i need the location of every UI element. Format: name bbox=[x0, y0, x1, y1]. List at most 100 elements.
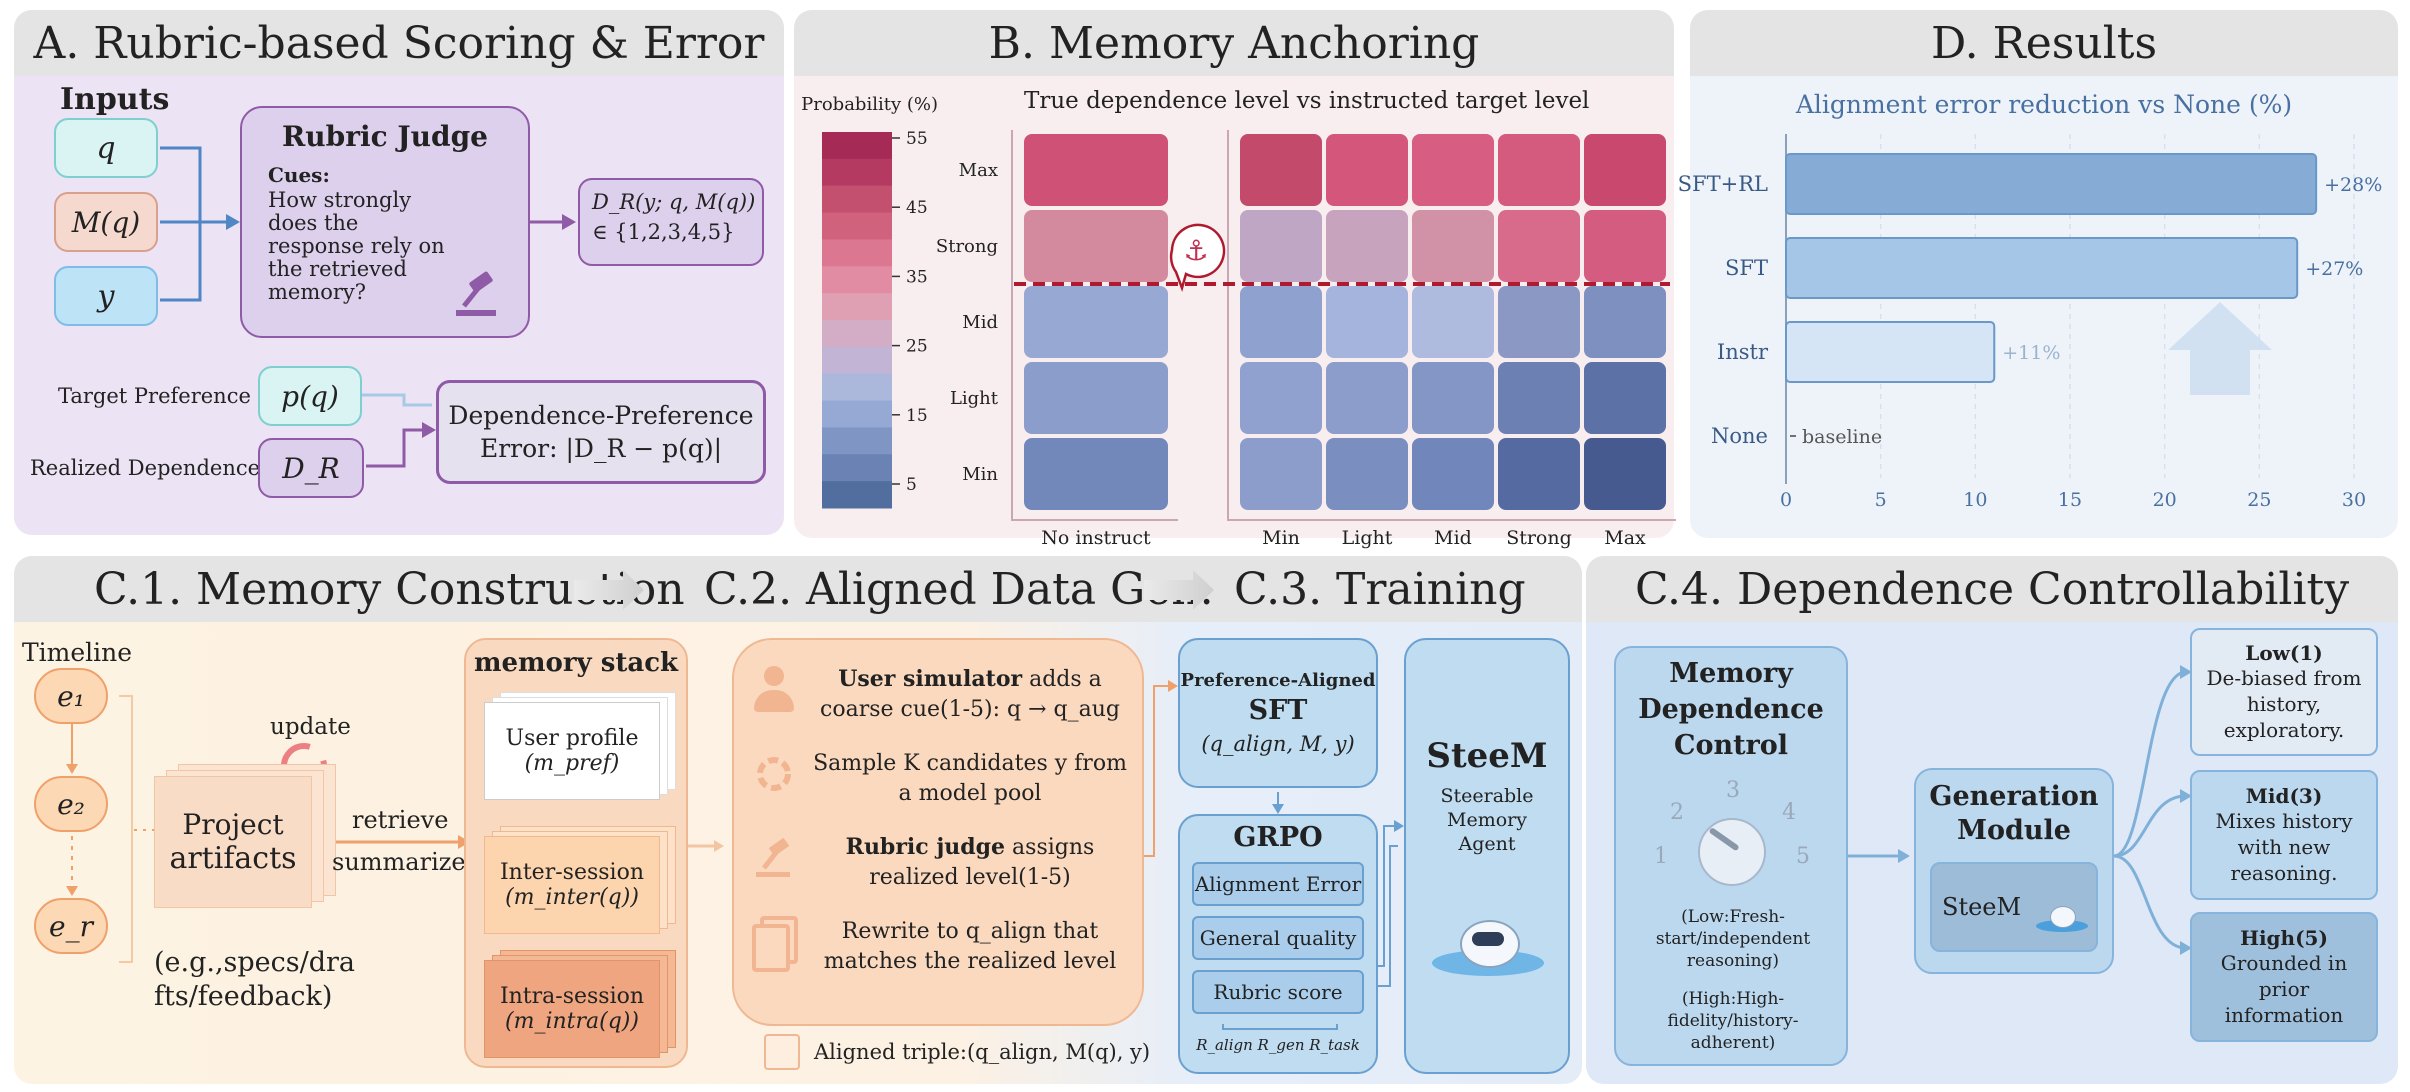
output-low: Low(1) De-biased from history, explorato… bbox=[2190, 628, 2378, 756]
artifacts-line2: artifacts bbox=[169, 841, 297, 876]
high-description: (High:High-fidelity/history-adherent) bbox=[1667, 989, 1799, 1053]
memory-item-inter-session-symbol: (m_inter(q)) bbox=[505, 885, 639, 910]
input-y-label: y bbox=[97, 278, 115, 314]
heatmap-cell bbox=[1498, 362, 1580, 434]
timeline-node-e2-label: e₂ bbox=[57, 787, 85, 821]
panel-c-header: C.1. Memory Construction C.2. Aligned Da… bbox=[14, 556, 1582, 622]
rubric-judge-box: Rubric Judge Cues: How strongly does the… bbox=[240, 106, 530, 338]
panel-a-title: A. Rubric-based Scoring & Error bbox=[14, 10, 784, 76]
timeline-node-e1: e₁ bbox=[34, 668, 108, 724]
timeline-node-e2: e₂ bbox=[34, 776, 108, 832]
generation-steem-inner: SteeM bbox=[1930, 862, 2098, 952]
input-memory: M(q) bbox=[54, 192, 158, 252]
bar-value-label: +11% bbox=[2002, 342, 2060, 364]
input-q: q bbox=[54, 118, 158, 178]
x-tick-label: 10 bbox=[1963, 489, 1987, 511]
input-q-label: q bbox=[96, 130, 116, 166]
x-tick-label: 15 bbox=[2058, 489, 2082, 511]
heatmap-cell bbox=[1498, 134, 1580, 206]
grpo-item-general-quality-label: General quality bbox=[1199, 926, 1357, 950]
colorbar-title: Probability (%) bbox=[801, 94, 938, 115]
realized-dependence-label: Realized Dependence bbox=[30, 456, 261, 480]
heatmap-cell bbox=[1240, 362, 1322, 434]
grpo-item-rubric-score-label: Rubric score bbox=[1213, 980, 1343, 1004]
input-y: y bbox=[54, 266, 158, 326]
bar bbox=[1785, 153, 2318, 215]
update-cycle-icon bbox=[284, 746, 285, 747]
grpo-title: GRPO bbox=[1233, 822, 1323, 853]
heatmap-row-label: Strong bbox=[936, 236, 998, 257]
heatmap-cell bbox=[1412, 438, 1494, 510]
colorbar-swatch bbox=[822, 212, 892, 240]
sft-line3: (q_align, M, y) bbox=[1201, 732, 1355, 756]
memory-item-intra-session: Intra-session (m_intra(q)) bbox=[484, 950, 676, 1060]
heatmap-cell-no-instruct bbox=[1024, 362, 1168, 434]
panel-b: B. Memory Anchoring Probability (%) True… bbox=[794, 10, 1676, 549]
heatmap-cell bbox=[1412, 134, 1494, 206]
step-user-simulator: User simulator adds a coarse cue(1-5): q… bbox=[810, 664, 1130, 725]
heatmap-col-label: Max bbox=[1604, 527, 1646, 549]
heatmap-row-label: Max bbox=[959, 160, 998, 181]
x-tick-label: 20 bbox=[2153, 489, 2177, 511]
step-user-simulator-bold: User simulator bbox=[838, 666, 1023, 692]
colorbar-swatch bbox=[822, 454, 892, 482]
reward-labels: R_align R_gen R_task bbox=[1196, 1036, 1360, 1054]
dial-number-5: 5 bbox=[1796, 844, 1810, 869]
heatmap-cell bbox=[1412, 362, 1494, 434]
judge-output-line1: D_R(y; q, M(q)) bbox=[592, 190, 756, 214]
artifacts-stack: Project artifacts bbox=[154, 764, 336, 926]
colorbar-tick-label: 55 bbox=[906, 129, 928, 149]
user-simulator-icon bbox=[752, 666, 796, 714]
category-label: Instr bbox=[1717, 340, 1769, 364]
heatmap-cell bbox=[1240, 210, 1322, 282]
colorbar-tick-label: 35 bbox=[906, 267, 928, 287]
colorbar-swatch bbox=[822, 320, 892, 348]
panel-d: D. Results Alignment error reduction vs … bbox=[1678, 10, 2398, 538]
category-label: SFT+RL bbox=[1678, 172, 1768, 196]
heatmap-cell bbox=[1326, 438, 1408, 510]
colorbar-swatch bbox=[822, 427, 892, 455]
summarize-label: summarize bbox=[332, 848, 466, 876]
heatmap-cell-no-instruct bbox=[1024, 438, 1168, 510]
memory-dependence-control: Memory Dependence Control 1 2 3 4 5 (Low… bbox=[1614, 646, 1848, 1066]
target-preference-box: p(q) bbox=[258, 366, 362, 426]
timeline-label: Timeline bbox=[22, 638, 133, 667]
dependence-dial[interactable]: 1 2 3 4 5 bbox=[1616, 768, 1850, 898]
grpo-item-general-quality: General quality bbox=[1192, 916, 1364, 960]
sft-box: Preference-Aligned SFT (q_align, M, y) bbox=[1178, 638, 1378, 788]
dial-number-3: 3 bbox=[1726, 778, 1740, 803]
output-high: High(5) Grounded in prior information bbox=[2190, 912, 2378, 1042]
grpo-item-alignment-error: Alignment Error bbox=[1192, 862, 1364, 906]
rubric-judge-icon bbox=[752, 836, 796, 880]
colorbar-swatch bbox=[822, 239, 892, 267]
rubric-judge-title: Rubric Judge bbox=[282, 120, 488, 153]
bar-value-label: +27% bbox=[2305, 258, 2363, 280]
certificate-icon bbox=[764, 1034, 800, 1070]
dial-number-1: 1 bbox=[1654, 844, 1668, 869]
heatmap-cell-no-instruct bbox=[1024, 210, 1168, 282]
dial-number-4: 4 bbox=[1782, 800, 1796, 825]
heatmap-cell bbox=[1584, 286, 1666, 358]
heatmap-cell bbox=[1240, 438, 1322, 510]
memory-item-inter-session: Inter-session (m_inter(q)) bbox=[484, 826, 676, 936]
judge-output-box: D_R(y; q, M(q)) ∈ {1,2,3,4,5} bbox=[578, 178, 764, 266]
heatmap-cell bbox=[1326, 134, 1408, 206]
step-rubric-judge: Rubric judge assigns realized level(1-5) bbox=[810, 832, 1130, 893]
timeline-node-er: e_r bbox=[34, 898, 108, 954]
artifacts-line1: Project bbox=[182, 808, 284, 841]
step-sample: Sample K candidates y from a model pool bbox=[810, 748, 1130, 809]
c3-title: C.3. Training bbox=[1234, 563, 1526, 615]
heatmap-title: True dependence level vs instructed targ… bbox=[1024, 88, 1590, 114]
colorbar-swatch bbox=[822, 266, 892, 294]
heatmap-col-label: Light bbox=[1342, 527, 1393, 549]
anchor-icon: ⚓ bbox=[1183, 234, 1208, 267]
heatmap-col-label-no-instruct: No instruct bbox=[1041, 527, 1151, 549]
dial-knob[interactable] bbox=[1698, 818, 1766, 886]
colorbar-swatch bbox=[822, 400, 892, 428]
generation-module-title: Generation Module bbox=[1929, 781, 2099, 846]
memory-item-intra-session-symbol: (m_intra(q)) bbox=[505, 1009, 639, 1034]
panel-c4: C.4. Dependence Controllability Memory D… bbox=[1586, 556, 2398, 1084]
step-rewrite: Rewrite to q_align that matches the real… bbox=[810, 916, 1130, 977]
